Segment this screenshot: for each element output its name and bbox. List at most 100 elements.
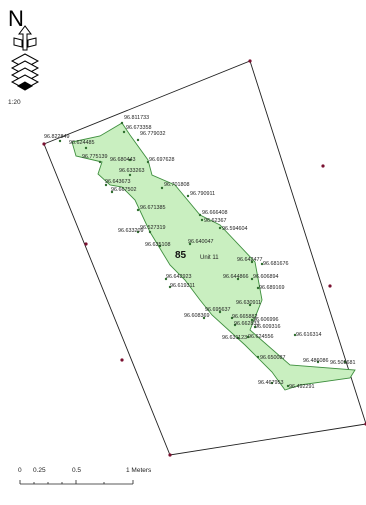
elevation-label: 96.527319 xyxy=(140,225,165,231)
scale-ratio: 1:20 xyxy=(8,99,21,106)
elevation-point: 96.666408 xyxy=(198,210,227,217)
north-arrow-icon xyxy=(13,25,37,51)
elevation-point: 96.671385 xyxy=(136,205,165,212)
elevation-point: 96.662833 xyxy=(233,321,259,327)
north-arrow: N xyxy=(8,6,40,91)
elevation-point: 96.624556 xyxy=(246,334,273,340)
layers-icon xyxy=(10,53,40,91)
elevation-label: 96.608369 xyxy=(184,313,209,319)
elevation-points: 96.811733 96.673358 96.779032 96.822849 … xyxy=(44,115,355,390)
elevation-point: 96.486086 xyxy=(303,358,328,364)
elevation-label: 96.681676 xyxy=(263,261,288,267)
elevation-point: 96.681676 xyxy=(260,261,288,267)
elevation-label: 96.616314 xyxy=(296,332,321,338)
scale-bar: 0 0.25 0.5 1 Meters xyxy=(18,467,152,485)
elevation-label: 96.624485 xyxy=(69,140,94,146)
elevation-label: 96.689169 xyxy=(259,285,284,291)
elevation-point: 96.701808 xyxy=(160,182,189,190)
boundary-vertices xyxy=(42,59,366,457)
elevation-point: 96.608369 xyxy=(184,313,209,320)
elevation-label: 96.779032 xyxy=(140,131,165,137)
elevation-label: 96.635108 xyxy=(145,242,170,248)
elevation-label: 96.642477 xyxy=(237,257,262,263)
elevation-label: 96.594604 xyxy=(222,226,247,232)
elevation-label: 96.671385 xyxy=(140,205,165,211)
elevation-point: 96.594604 xyxy=(218,226,247,232)
north-label: N xyxy=(8,6,24,31)
elevation-point: 96.665882 xyxy=(230,314,257,320)
plot-number: 85 xyxy=(175,250,187,261)
elevation-label: 96.644866 xyxy=(223,274,248,280)
elevation-point: 96.779032 xyxy=(136,131,165,142)
elevation-label: 96.665882 xyxy=(232,314,257,320)
elevation-label: 96.695637 xyxy=(205,307,230,313)
boundary-vertex xyxy=(120,358,124,362)
elevation-label: 96.505681 xyxy=(330,360,355,366)
elevation-label: 96.680443 xyxy=(110,157,135,163)
elevation-label: 96.697628 xyxy=(149,157,174,163)
elevation-point: 96.467953 xyxy=(258,380,283,386)
elevation-point: 96.695637 xyxy=(205,307,230,314)
elevation-point: 96.650087 xyxy=(256,355,285,361)
elevation-point: 96.619311 xyxy=(168,283,195,289)
elevation-point: 96.630911 xyxy=(236,300,261,307)
elevation-label: 96.633209 xyxy=(118,228,143,234)
elevation-point: 96.697628 xyxy=(146,157,174,164)
elevation-label: 96.633263 xyxy=(119,168,144,174)
elevation-point: 96.642477 xyxy=(237,257,262,264)
elevation-label: 96.643673 xyxy=(105,179,130,185)
elevation-point: 96.689169 xyxy=(256,285,284,291)
elevation-label: 96.666408 xyxy=(202,210,227,216)
elevation-point: 96.811733 xyxy=(120,115,149,125)
boundary-outline xyxy=(43,60,366,456)
unit-label: Unit 11 xyxy=(200,255,219,261)
elevation-label: 96.667502 xyxy=(111,187,136,193)
boundary-vertex xyxy=(328,284,332,288)
elevation-point: 96.635108 xyxy=(145,242,170,248)
elevation-point: 96.62367 xyxy=(200,218,226,224)
elevation-label: 96.492291 xyxy=(289,384,314,390)
elevation-label: 96.790911 xyxy=(190,191,215,197)
elevation-point: 96.822849 xyxy=(44,134,69,143)
elevation-label: 96.606894 xyxy=(253,274,278,280)
boundary-vertex xyxy=(321,164,325,168)
scale-label-05: 0.5 xyxy=(72,467,81,474)
elevation-point: 96.643673 xyxy=(104,179,130,187)
elevation-point: 96.644866 xyxy=(223,274,248,281)
elevation-point: 96.527319 xyxy=(140,225,165,234)
scale-label-1m: 1 Meters xyxy=(126,467,152,474)
elevation-label: 96.486086 xyxy=(303,358,328,364)
scale-label-0: 0 xyxy=(18,467,22,474)
elevation-point: 96.492291 xyxy=(286,384,314,390)
elevation-label: 96.62367 xyxy=(204,218,226,224)
elevation-point: 96.642923 xyxy=(164,274,191,281)
elevation-label: 96.822849 xyxy=(44,134,69,140)
elevation-point: 96.609316 xyxy=(253,324,280,330)
elevation-point: 96.606996 xyxy=(250,317,278,323)
scale-label-025: 0.25 xyxy=(33,467,46,474)
elevation-label: 96.775139 xyxy=(82,154,107,160)
elevation-label: 96.662833 xyxy=(234,321,259,327)
elevation-label: 96.631123 xyxy=(222,335,247,341)
elevation-point: 96.624485 xyxy=(69,140,94,150)
elevation-point: 96.505681 xyxy=(330,360,355,366)
elevation-label: 96.624556 xyxy=(248,334,273,340)
parcel-polygon xyxy=(71,122,356,391)
elevation-point: 96.775139 xyxy=(82,154,107,164)
boundary-vertex xyxy=(84,242,88,246)
elevation-label: 96.650087 xyxy=(260,355,285,361)
elevation-point: 96.673358 xyxy=(122,125,151,134)
elevation-label: 96.673358 xyxy=(126,125,151,131)
scale-bar-line xyxy=(19,480,134,485)
elevation-label: 96.606996 xyxy=(253,317,278,323)
boundary-vertex xyxy=(168,453,172,457)
elevation-point: 96.790911 xyxy=(186,191,215,198)
elevation-point: 96.640047 xyxy=(188,239,213,246)
elevation-label: 96.630911 xyxy=(236,300,261,306)
elevation-point: 96.633209 xyxy=(118,228,143,234)
elevation-label: 96.467953 xyxy=(258,380,283,386)
elevation-label: 96.619311 xyxy=(170,283,195,289)
elevation-point: 96.631123 xyxy=(222,335,247,341)
boundary-vertex xyxy=(42,142,46,146)
elevation-label: 96.701808 xyxy=(164,182,189,188)
